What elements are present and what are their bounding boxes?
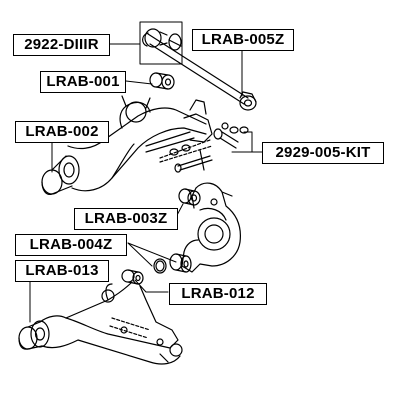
label-lrab-005z[interactable]: LRAB-005Z (192, 29, 294, 51)
label-lrab-012[interactable]: LRAB-012 (169, 283, 267, 305)
label-lrab-003z[interactable]: LRAB-003Z (74, 208, 178, 230)
bushing-lrab-013 (18, 320, 50, 350)
lateral-link (142, 28, 257, 111)
lower-control-arm (39, 281, 183, 365)
label-lrab-004z[interactable]: LRAB-004Z (15, 234, 127, 256)
bolt-kit (174, 122, 249, 173)
label-2929-005-kit[interactable]: 2929-005-KIT (262, 142, 384, 164)
bushing-lrab-003z (178, 188, 201, 206)
bushing-lrab-012 (121, 269, 144, 285)
label-2922-diiir[interactable]: 2922-DIIIR (13, 34, 110, 56)
leader-lines (29, 21, 269, 323)
label-lrab-002[interactable]: LRAB-002 (15, 121, 109, 143)
bushing-lrab-001 (149, 72, 175, 90)
label-lrab-001[interactable]: LRAB-001 (40, 71, 126, 93)
label-lrab-013[interactable]: LRAB-013 (15, 260, 109, 282)
bushing-lrab-002 (41, 155, 80, 195)
bushing-lrab-004z (153, 253, 192, 274)
upper-control-arm (67, 95, 213, 192)
